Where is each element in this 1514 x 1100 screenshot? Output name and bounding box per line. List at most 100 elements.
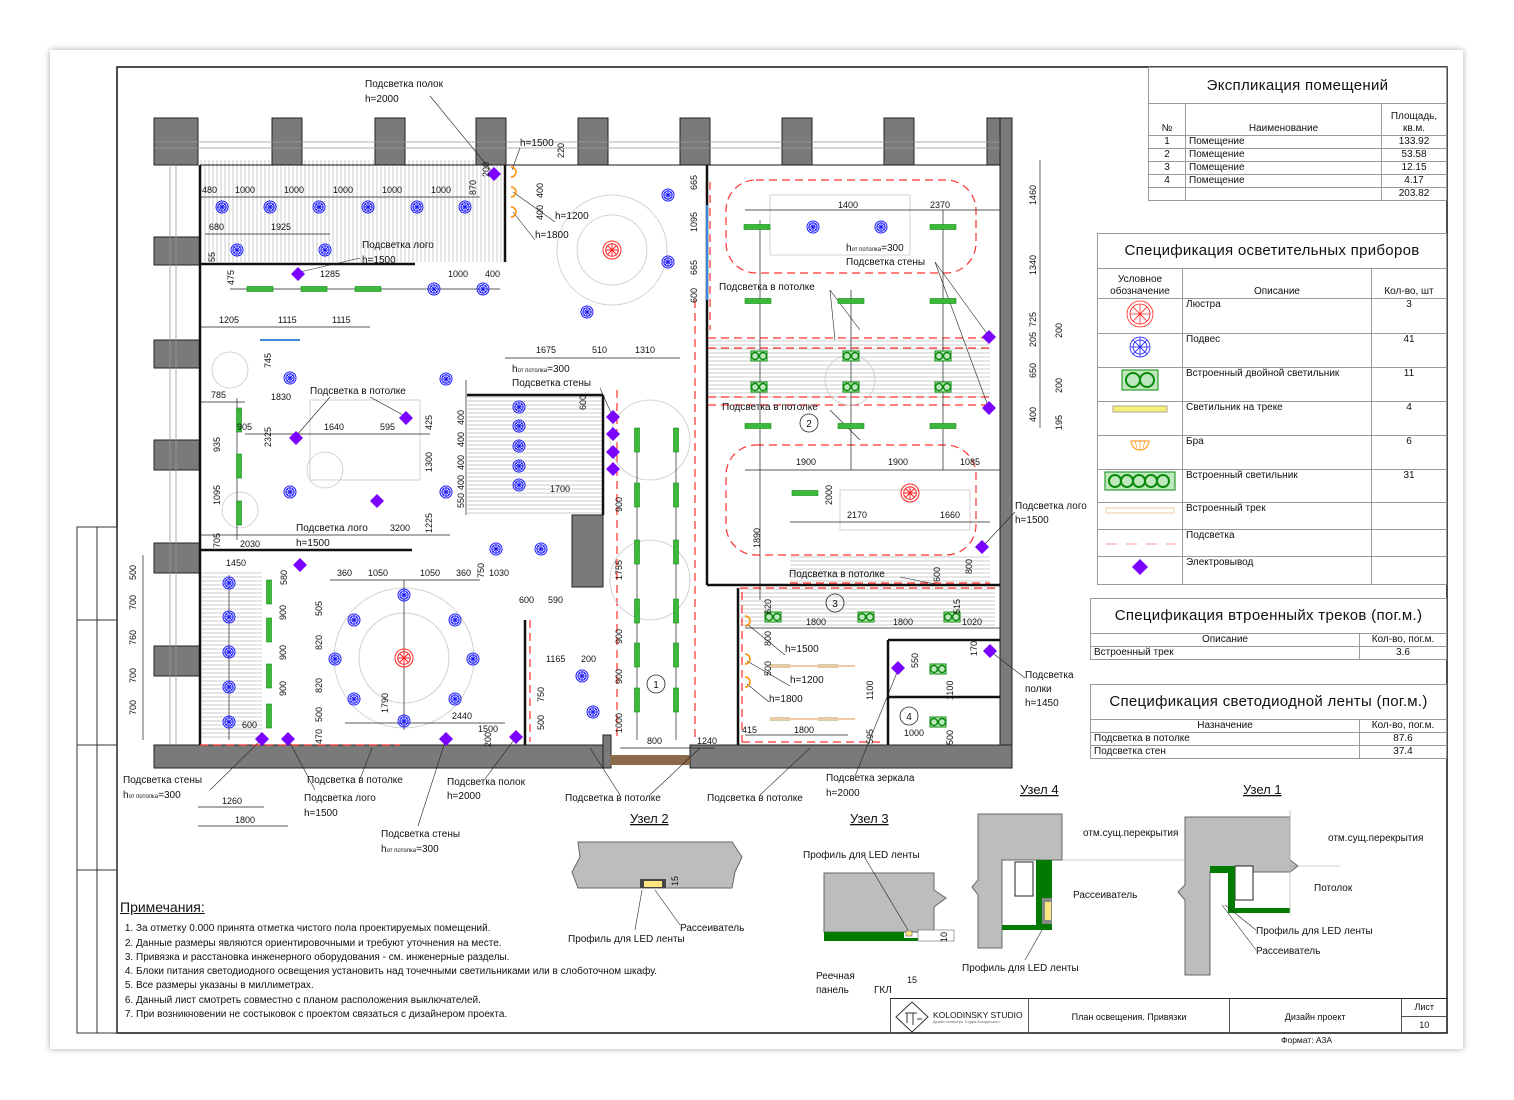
callout-shelf-light: Подсветка полок: [447, 777, 526, 788]
power-outlet-icon: [606, 445, 620, 459]
dimension-label: 1205: [219, 315, 239, 325]
dimension-label: 1450: [226, 558, 246, 568]
callout-logo-light: Подсветка лого: [362, 240, 434, 251]
callout-height: h=1200: [790, 675, 824, 686]
callout-logo-light: Подсветка лого: [1015, 501, 1087, 512]
dimension-label: 900: [614, 669, 624, 684]
sheet-number-cell: Лист 10: [1401, 999, 1447, 1034]
sheet-title: План освещения. Привязки: [1029, 999, 1230, 1034]
dimension-label: 800: [763, 631, 773, 646]
double-recessed-icon: [943, 611, 961, 623]
dimension-label: 870: [468, 180, 478, 195]
dimension-label: 820: [314, 635, 324, 650]
svg-text:Узел 4: Узел 4: [1020, 782, 1059, 797]
callout-ceiling-light: Подсветка в потолке: [307, 775, 403, 786]
dimension-label: 1500: [478, 724, 498, 734]
dimension-label: 750: [476, 563, 486, 578]
dimension-label: 415: [742, 725, 757, 735]
pendant-icon: [263, 200, 277, 214]
double-recessed-icon: [842, 381, 860, 393]
recessed-linear-icon: [743, 224, 771, 230]
dimension-label: 900: [278, 645, 288, 660]
dimension-label: 360: [456, 568, 471, 578]
double-recessed-icon: [929, 663, 947, 675]
callout-height: h=2000: [826, 788, 860, 799]
pendant-icon: [215, 200, 229, 214]
dimension-label: 820: [314, 678, 324, 693]
recessed-linear-icon: [929, 298, 957, 304]
dimension-label: 500: [536, 715, 546, 730]
dimension-label: 1925: [271, 222, 291, 232]
dimension-label: 1830: [271, 392, 291, 402]
pendant-icon: [361, 200, 375, 214]
dimension-label: 705: [212, 533, 222, 548]
svg-text:Профиль для LED ленты: Профиль для LED ленты: [568, 933, 685, 945]
dimension-label: 1700: [550, 484, 570, 494]
dimension-label: 2030: [240, 539, 260, 549]
note-item: Данный лист смотреть совместно с планом …: [136, 994, 657, 1008]
callout-height: h=1800: [769, 694, 803, 705]
pendant-icon: [283, 485, 297, 499]
column-header: Кол-во, шт: [1371, 268, 1447, 299]
callout-ceiling-light: Подсветка в потолке: [310, 386, 406, 397]
recessed-linear-icon: [837, 298, 865, 304]
dimension-label: 1900: [796, 457, 816, 467]
dimension-label: 725: [1028, 312, 1038, 327]
column-header: Площадь, кв.м.: [1381, 103, 1447, 136]
pendant-icon: [586, 705, 600, 719]
power-outlet-icon: [606, 410, 620, 424]
column-header: Наименование: [1185, 103, 1382, 136]
callout-height: h=1500: [296, 538, 330, 549]
dimension-label: 1030: [489, 568, 509, 578]
dimension-label: 500: [945, 730, 955, 745]
dimension-label: 600: [242, 720, 257, 730]
dimension-label: 1460: [1028, 185, 1038, 205]
pendant-icon: [397, 714, 411, 728]
note-item: При возникновении не состыковок с проект…: [136, 1008, 657, 1022]
paper-format: Формат: А3А: [1281, 1035, 1332, 1045]
pendant-icon: [661, 188, 675, 202]
dimension-label: 200: [1054, 323, 1064, 338]
power-outlet-icon: [293, 558, 307, 572]
detail-node-3: Узел 3 Профиль для LED ленты 10 15 Реечн…: [803, 811, 955, 996]
dimension-label: 1000: [235, 185, 255, 195]
callout-ceiling-light: Подсветка в потолке: [789, 569, 885, 580]
dimension-label: 1100: [865, 681, 875, 700]
dimension-label: 360: [337, 568, 352, 578]
power-outlet-icon: [975, 540, 989, 554]
svg-text:15: 15: [907, 975, 917, 985]
dimension-label: 935: [212, 437, 222, 452]
chandelier-icon: [1097, 298, 1183, 334]
dimension-label: 1000: [448, 269, 468, 279]
pendant-icon: [466, 652, 480, 666]
callout-ceiling-light: Подсветка в потолке: [722, 402, 818, 413]
binding-stamp: [76, 526, 118, 1034]
dimension-label: 1020: [962, 617, 982, 627]
column-header: Описание: [1090, 633, 1360, 647]
pendant-icon: [575, 669, 589, 683]
pendant-icon: [347, 613, 361, 627]
dimension-label: 1100: [945, 681, 955, 700]
dimension-label: 1260: [222, 796, 242, 806]
power-outlet-icon: [891, 661, 905, 675]
pendant-icon: [874, 220, 888, 234]
dimension-label: 1800: [235, 815, 255, 825]
dimension-label: 200: [481, 162, 491, 177]
pendant-icon: [410, 200, 424, 214]
dimension-label: 500: [128, 565, 138, 580]
track-light-icon: [1097, 401, 1183, 436]
dimension-label: 1000: [333, 185, 353, 195]
dimension-label: 400: [485, 269, 500, 279]
column-header: Кол-во, пог.м.: [1359, 719, 1447, 733]
power-outlet-icon: [1097, 556, 1183, 585]
power-outlet-icon: [289, 431, 303, 445]
dimension-label: 1000: [284, 185, 304, 195]
dimension-label: 550: [910, 653, 920, 668]
dimension-label: 665: [689, 175, 699, 190]
dimension-label: 2440: [452, 711, 472, 721]
dimension-label: 1300: [424, 452, 434, 472]
